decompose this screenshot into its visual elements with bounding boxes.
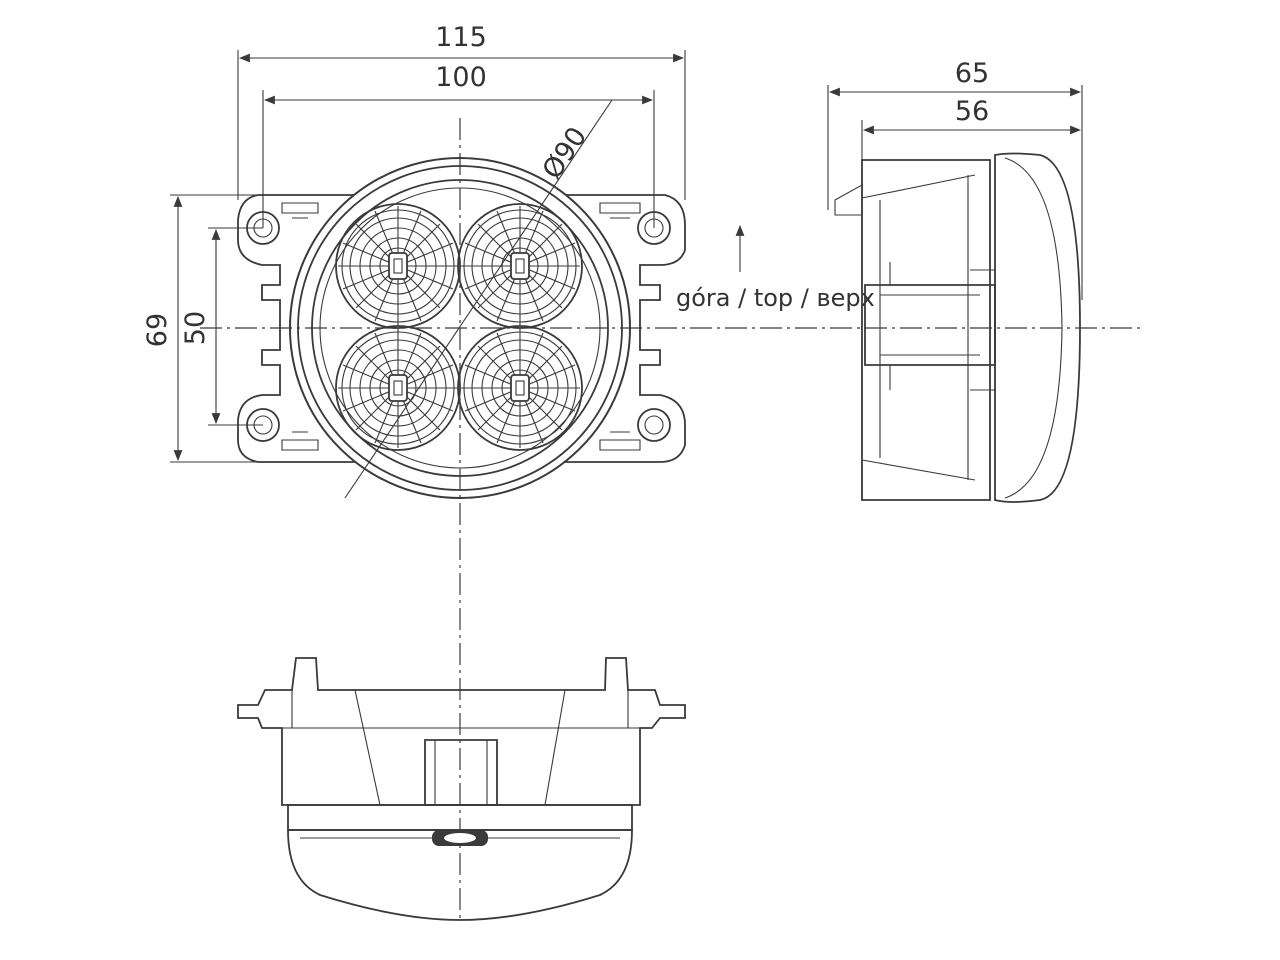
orientation-label: góra / top / верх	[676, 284, 875, 312]
side-depth-total-label: 65	[955, 58, 989, 89]
hole-spacing-label: 100	[435, 62, 487, 93]
overall-width-label: 115	[435, 22, 487, 53]
overall-height-label: 69	[142, 313, 173, 347]
front-view	[200, 99, 1140, 920]
side-depth-body-label: 56	[955, 96, 989, 127]
lens-diameter-label: Ø90	[537, 122, 594, 185]
side-view	[834, 152, 1081, 503]
bottom-view	[237, 657, 686, 921]
hole-vertical-spacing-label: 50	[180, 311, 211, 345]
side-dimensions	[827, 85, 1083, 300]
front-dimensions	[170, 50, 745, 463]
